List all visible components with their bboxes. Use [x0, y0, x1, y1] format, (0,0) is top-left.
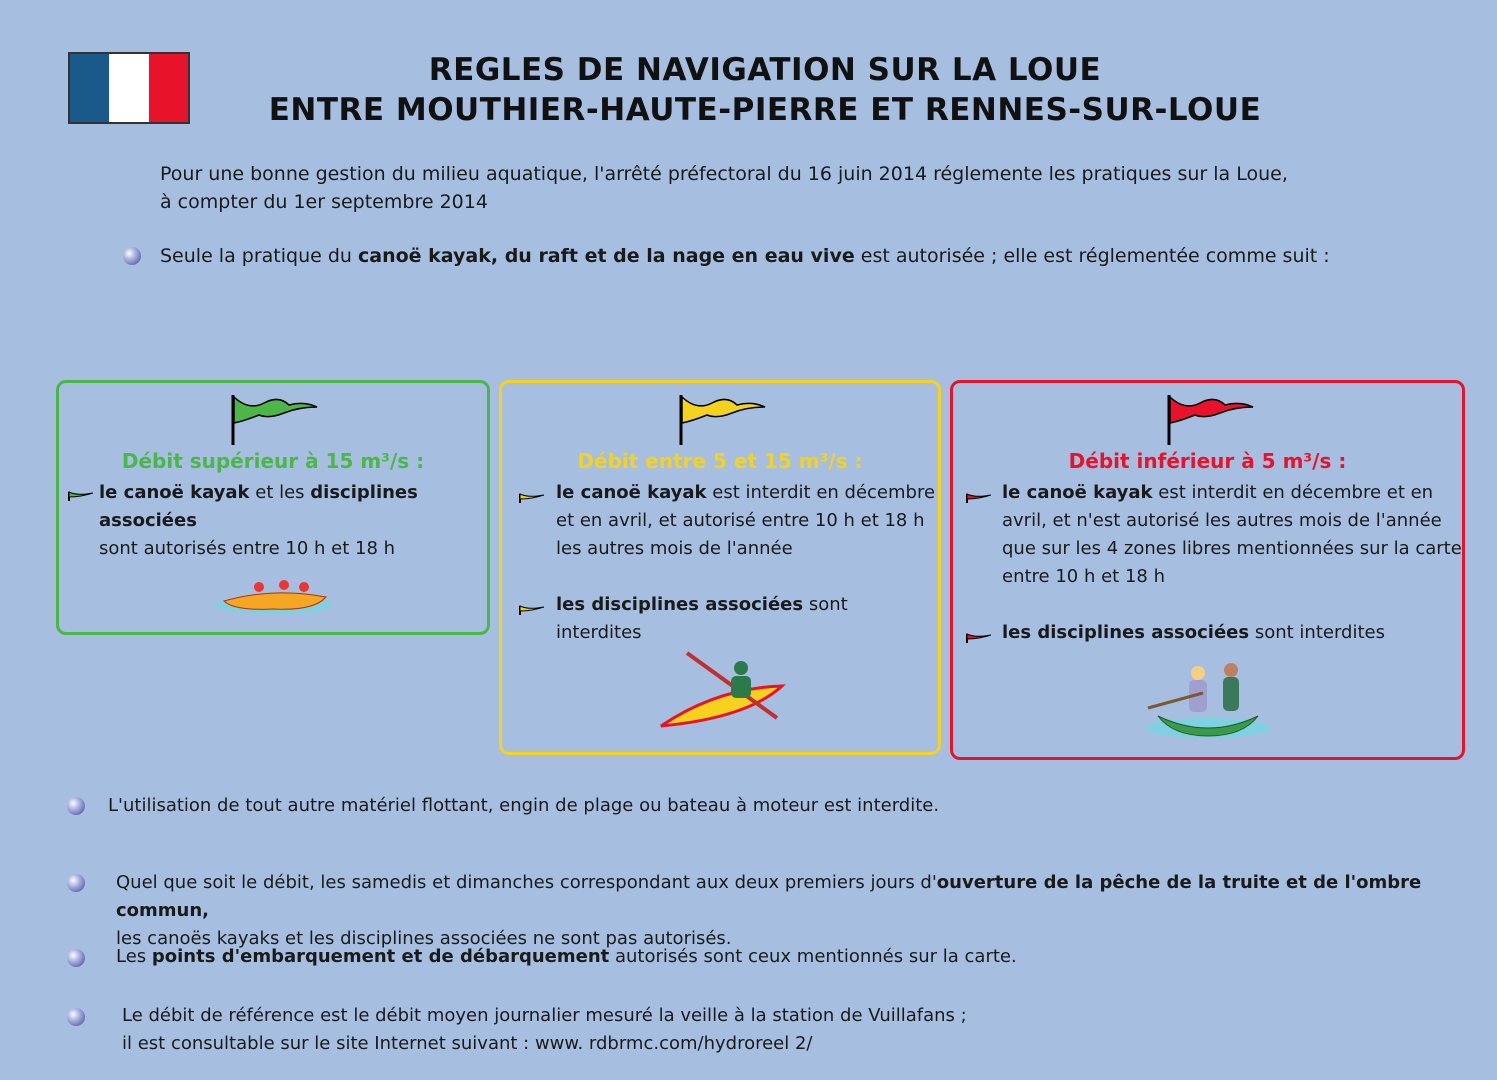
- green-flow-box: Débit supérieur à 15 m³/s : le canoë kay…: [56, 380, 490, 635]
- text: les canoës kayaks et les disciplines ass…: [116, 928, 732, 949]
- text: est interdit en décembre: [706, 482, 936, 503]
- embarkation-rule: Les points d'embarquement et de débarque…: [116, 943, 1017, 971]
- text-bold: le canoë kayak: [1002, 482, 1153, 503]
- yellow-flow-box: Débit entre 5 et 15 m³/s : le canoë kaya…: [499, 380, 941, 755]
- text: Quel que soit le débit, les samedis et d…: [116, 872, 937, 893]
- small-flag-icon: [519, 493, 544, 503]
- bullet-icon: [123, 247, 141, 265]
- text: sont autorisés entre 10 h et 18 h: [99, 538, 396, 559]
- small-flag-icon: [68, 491, 93, 501]
- red-heading: Débit inférieur à 5 m³/s :: [1068, 449, 1347, 473]
- green-rule-1: le canoë kayak et les disciplines associ…: [99, 479, 487, 563]
- yellow-heading: Débit entre 5 et 15 m³/s :: [577, 449, 863, 473]
- hydroreel-link: il est consultable sur le site Internet …: [122, 1033, 813, 1054]
- bullet-icon: [67, 1008, 85, 1026]
- bullet-icon: [67, 949, 85, 967]
- text: L'utilisation de tout autre matériel flo…: [108, 795, 940, 816]
- other-equipment-rule: L'utilisation de tout autre matériel flo…: [108, 792, 939, 820]
- small-flag-icon: [966, 493, 991, 503]
- kayak-illustration: [660, 651, 787, 728]
- red-rule-1: le canoë kayak est interdit en décembre …: [1002, 479, 1462, 591]
- text: Le débit de référence est le débit moyen…: [122, 1005, 967, 1026]
- bullet-icon: [67, 874, 85, 892]
- text: et les: [249, 482, 311, 503]
- text: sont interdites: [1249, 622, 1385, 643]
- small-flag-icon: [966, 633, 991, 643]
- title-line-2: ENTRE MOUTHIER-HAUTE-PIERRE ET RENNES-SU…: [268, 92, 1262, 128]
- text: Les: [116, 946, 152, 967]
- yellow-rule-1: le canoë kayak est interdit en décembre …: [556, 479, 935, 563]
- fishing-opening-rule: Quel que soit le débit, les samedis et d…: [116, 869, 1497, 953]
- canoe-illustration: [1146, 663, 1270, 738]
- text: est autorisée ; elle est réglementée com…: [854, 245, 1330, 267]
- title-line-1: REGLES DE NAVIGATION SUR LA LOUE: [428, 52, 1102, 88]
- text: avril, et n'est autorisé les autres mois…: [1002, 510, 1442, 531]
- red-flag-icon: [1167, 395, 1254, 445]
- red-rule-2: les disciplines associées sont interdite…: [1002, 619, 1385, 647]
- text: les autres mois de l'année: [556, 538, 793, 559]
- text-bold: le canoë kayak: [99, 482, 250, 503]
- reference-flow-rule: Le débit de référence est le débit moyen…: [122, 1002, 967, 1058]
- raft-illustration: [216, 580, 332, 614]
- text-bold: les disciplines associées: [1002, 622, 1250, 643]
- text-bold: canoë kayak, du raft et de la nage en ea…: [357, 245, 855, 267]
- text-bold: le canoë kayak: [556, 482, 707, 503]
- text: et en avril, et autorisé entre 10 h et 1…: [556, 510, 925, 531]
- bullet-icon: [67, 797, 85, 815]
- text-bold: disciplines associées: [99, 482, 418, 531]
- text: autorisés sont ceux mentionnés sur la ca…: [609, 946, 1017, 967]
- text-bold: points d'embarquement et de débarquement: [151, 946, 610, 967]
- text: sont interdites: [556, 594, 848, 643]
- red-flow-box: Débit inférieur à 5 m³/s : le canoë kaya…: [950, 380, 1465, 760]
- yellow-flag-icon: [679, 395, 766, 445]
- text-bold: les disciplines associées: [556, 594, 804, 615]
- intro-paragraph: Pour une bonne gestion du milieu aquatiq…: [160, 160, 1410, 216]
- small-flag-icon: [519, 605, 544, 615]
- authorized-practice-text: Seule la pratique du canoë kayak, du raf…: [160, 242, 1330, 270]
- text: est interdit en décembre et en: [1152, 482, 1434, 503]
- intro-line-2: à compter du 1er septembre 2014: [160, 191, 488, 213]
- green-heading: Débit supérieur à 15 m³/s :: [121, 449, 425, 473]
- yellow-rule-2: les disciplines associées sont interdite…: [556, 591, 938, 647]
- page-title: REGLES DE NAVIGATION SUR LA LOUE ENTRE M…: [200, 50, 1330, 130]
- text: que sur les 4 zones libres mentionnées s…: [1002, 538, 1462, 559]
- text: Seule la pratique du: [160, 245, 358, 267]
- intro-line-1: Pour une bonne gestion du milieu aquatiq…: [160, 163, 1288, 185]
- green-flag-icon: [231, 395, 318, 445]
- french-flag: [68, 52, 190, 124]
- text-bold: ouverture de la pêche de la truite et de…: [116, 872, 1422, 921]
- text: entre 10 h et 18 h: [1002, 566, 1165, 587]
